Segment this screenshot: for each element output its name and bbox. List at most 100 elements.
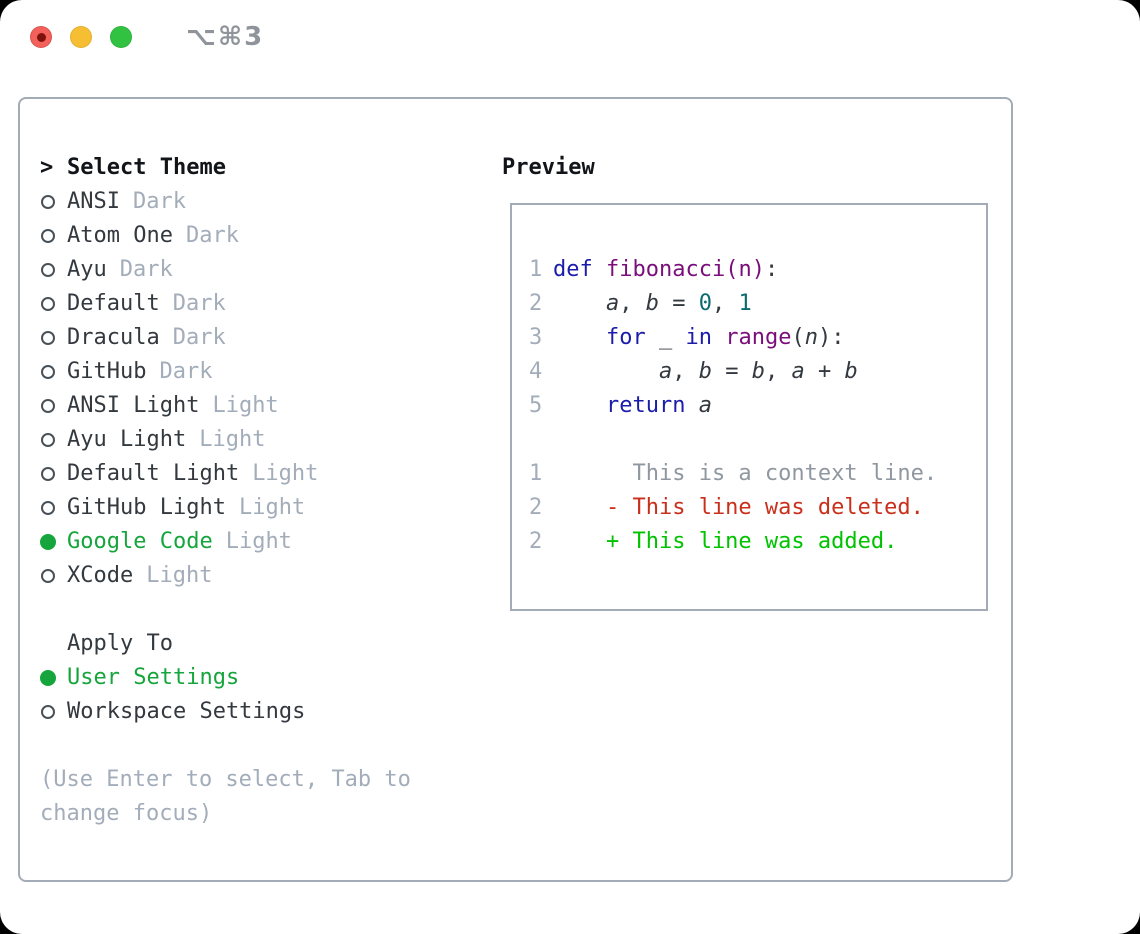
preview-box: 1 def fibonacci(n): 2 a, b = 0, 1 3 for … (510, 203, 988, 611)
theme-option-label: Dracula (67, 325, 160, 350)
theme-option-label: ANSI (67, 189, 120, 214)
radio-marker (40, 195, 67, 209)
theme-option[interactable]: Atom One Dark (40, 219, 438, 253)
line-number: 5 (529, 393, 543, 418)
radio-marker (40, 569, 67, 583)
code-line: 3 for _ in range(n): (529, 321, 986, 355)
apply-to-header: Apply To (40, 627, 438, 661)
theme-variant-badge: Dark (159, 359, 213, 384)
titlebar: ⌥⌘3 (0, 0, 1140, 74)
code-text: return a (605, 393, 712, 418)
radio-marker (40, 670, 67, 686)
theme-variant-badge: Light (212, 393, 279, 418)
radio-marker (40, 705, 67, 719)
code-line: 1 def fibonacci(n): (529, 253, 986, 287)
theme-variant-badge: Light (225, 529, 292, 554)
theme-variant-badge: Light (199, 427, 266, 452)
theme-option[interactable]: Google Code Light (40, 525, 438, 559)
code-text: a, b = 0, 1 (605, 291, 752, 316)
line-number: 3 (529, 325, 543, 350)
theme-option[interactable]: XCode Light (40, 559, 438, 593)
theme-variant-badge: Dark (172, 325, 226, 350)
theme-option-label: Google Code (67, 529, 213, 554)
code-line: 2 a, b = 0, 1 (529, 287, 986, 321)
hint-text: (Use Enter to select, Tab to change focu… (40, 767, 411, 826)
radio-marker (40, 433, 67, 447)
maximize-button[interactable] (110, 26, 132, 48)
theme-option[interactable]: ANSI Light Light (40, 389, 438, 423)
diff-text: - This line was deleted. (553, 495, 924, 520)
radio-icon (41, 365, 55, 379)
radio-icon (41, 331, 55, 345)
line-number: 1 (529, 461, 543, 486)
minimize-button[interactable] (70, 26, 92, 48)
close-button-dot (36, 32, 46, 42)
code-line: 5 return a (529, 389, 986, 423)
apply-to-list: User Settings Workspace Settings (40, 661, 438, 729)
radio-icon (41, 501, 55, 515)
radio-icon (41, 569, 55, 583)
line-number: 2 (529, 291, 543, 316)
select-theme-header: > Select Theme (40, 151, 438, 185)
radio-icon (41, 297, 55, 311)
theme-variant-badge: Dark (185, 223, 239, 248)
theme-option-label: XCode (67, 563, 134, 588)
theme-picker-panel: > Select Theme ANSI Dark Atom One Dark A… (18, 97, 1013, 882)
spacer (529, 423, 986, 457)
radio-marker (40, 501, 67, 515)
radio-icon (40, 670, 56, 686)
theme-option-label: GitHub Light (67, 495, 226, 520)
theme-option[interactable]: Ayu Dark (40, 253, 438, 287)
diff-line: 1 This is a context line. (529, 457, 986, 491)
theme-option-label: ANSI Light (67, 393, 200, 418)
code-text: def fibonacci(n): (553, 257, 779, 282)
theme-option-label: Atom One (67, 223, 173, 248)
spacer (40, 593, 438, 627)
apply-to-option[interactable]: Workspace Settings (40, 695, 438, 729)
theme-list: ANSI Dark Atom One Dark Ayu Dark Default… (40, 185, 438, 593)
theme-option[interactable]: Dracula Dark (40, 321, 438, 355)
theme-option[interactable]: ANSI Dark (40, 185, 438, 219)
line-number: 2 (529, 529, 543, 554)
spacer (40, 729, 438, 763)
theme-variant-badge: Light (146, 563, 213, 588)
theme-picker-column: > Select Theme ANSI Dark Atom One Dark A… (40, 151, 438, 831)
theme-variant-badge: Dark (132, 189, 186, 214)
theme-option-label: Ayu Light (67, 427, 187, 452)
theme-option[interactable]: GitHub Dark (40, 355, 438, 389)
apply-to-option-label: User Settings (67, 665, 240, 690)
radio-marker (40, 365, 67, 379)
radio-icon (41, 399, 55, 413)
radio-marker (40, 467, 67, 481)
apply-to-title: Apply To (67, 631, 173, 656)
theme-option[interactable]: Ayu Light Light (40, 423, 438, 457)
line-number: 2 (529, 495, 543, 520)
theme-option-label: Default Light (67, 461, 240, 486)
theme-option[interactable]: Default Dark (40, 287, 438, 321)
theme-option[interactable]: Default Light Light (40, 457, 438, 491)
radio-marker (40, 263, 67, 277)
select-theme-title: Select Theme (67, 155, 226, 180)
close-button[interactable] (30, 26, 52, 48)
code-text: a, b = b, a + b (658, 359, 858, 384)
radio-marker (40, 229, 67, 243)
theme-option[interactable]: GitHub Light Light (40, 491, 438, 525)
code-preview: 1 def fibonacci(n): 2 a, b = 0, 1 3 for … (529, 253, 986, 423)
line-number: 4 (529, 359, 543, 384)
code-line: 4 a, b = b, a + b (529, 355, 986, 389)
radio-icon (40, 534, 56, 550)
radio-icon (41, 705, 55, 719)
radio-icon (41, 433, 55, 447)
radio-icon (41, 229, 55, 243)
theme-variant-badge: Light (238, 495, 306, 520)
theme-variant-badge: Light (252, 461, 319, 486)
diff-preview: 1 This is a context line. 2 - This line … (529, 457, 986, 559)
theme-option-label: Default (67, 291, 160, 316)
apply-to-option[interactable]: User Settings (40, 661, 438, 695)
diff-text: This is a context line. (553, 461, 938, 486)
line-number: 1 (529, 257, 543, 282)
radio-marker (40, 399, 67, 413)
code-text: for _ in range(n): (605, 325, 845, 350)
theme-variant-badge: Dark (172, 291, 226, 316)
